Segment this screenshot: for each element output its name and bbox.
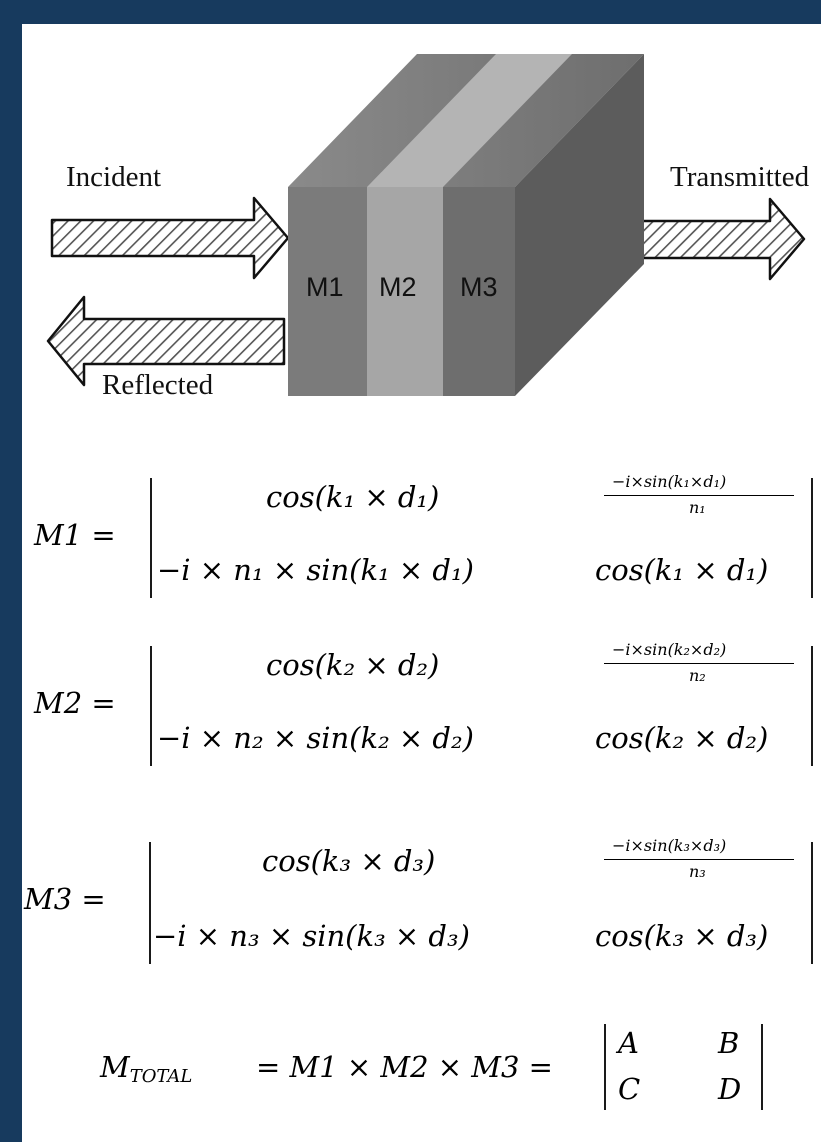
multilayer-block [288,54,644,396]
matrix-cell-a22: cos(k₃ × d₃) [595,919,769,953]
incident-arrow [50,196,290,280]
fraction-bar [604,495,794,496]
matrix-bars [149,842,813,964]
layer-m2-label: M2 [379,272,417,302]
equation-total: MTOTAL = M1 × M2 × M3 = A B C D [22,1014,821,1124]
equation-m2: M2 = cos(k₂ × d₂) −i×sin(k₂×d₂) n₂ −i × … [22,638,821,778]
incident-label: Incident [66,161,161,193]
equation-m1: M1 = cos(k₁ × d₁) −i×sin(k₁×d₁) n₁ −i × … [22,468,821,608]
fraction-numerator: −i×sin(k₃×d₃) [612,836,727,855]
content-panel: Incident Reflected Transmitted M1 M2 M3 [22,24,821,1142]
fraction-numerator: −i×sin(k₂×d₂) [612,640,727,659]
reflected-arrow [46,295,286,387]
equation-lhs: M3 = [24,882,106,916]
layer-m3 [443,187,515,396]
equation-lhs: M1 = [34,518,116,552]
matrix-cell-a21: −i × n₂ × sin(k₂ × d₂) [157,721,474,755]
matrix-bars [150,646,813,766]
equation-lhs: M2 = [34,686,116,720]
matrix-cell-a22: cos(k₁ × d₁) [595,553,769,587]
matrix-cell-a21: −i × n₁ × sin(k₁ × d₁) [157,553,474,587]
fraction-bar [604,663,794,664]
matrix-cell-b: B [718,1026,740,1060]
layer-m2 [367,187,443,396]
layer-m3-label: M3 [460,272,498,302]
fraction-denominator: n₁ [689,498,706,517]
matrix-bars [150,478,813,598]
matrix-cell-d: D [718,1072,742,1106]
matrix-cell-a11: cos(k₁ × d₁) [266,480,440,514]
matrix-cell-a22: cos(k₂ × d₂) [595,721,769,755]
thin-film-diagram: Incident Reflected Transmitted M1 M2 M3 [46,54,810,401]
matrix-cell-a11: cos(k₃ × d₃) [262,844,436,878]
layer-m1 [288,187,367,396]
matrix-bars [604,1024,763,1110]
matrix-cell-c: C [618,1072,641,1106]
transmitted-label: Transmitted [670,161,810,193]
equation-m3: M3 = cos(k₃ × d₃) −i×sin(k₃×d₃) n₃ −i × … [22,832,821,972]
fraction-bar [604,859,794,860]
layer-m1-label: M1 [306,272,344,302]
matrix-cell-a21: −i × n₃ × sin(k₃ × d₃) [153,919,470,953]
fraction-numerator: −i×sin(k₁×d₁) [612,472,727,491]
reflected-label: Reflected [102,369,214,401]
fraction-denominator: n₃ [689,862,706,881]
matrix-cell-a: A [618,1026,639,1060]
total-lhs: MTOTAL [100,1050,193,1088]
matrix-cell-a11: cos(k₂ × d₂) [266,648,440,682]
fraction-denominator: n₂ [689,666,706,685]
total-rhs: = M1 × M2 × M3 = [256,1050,553,1084]
